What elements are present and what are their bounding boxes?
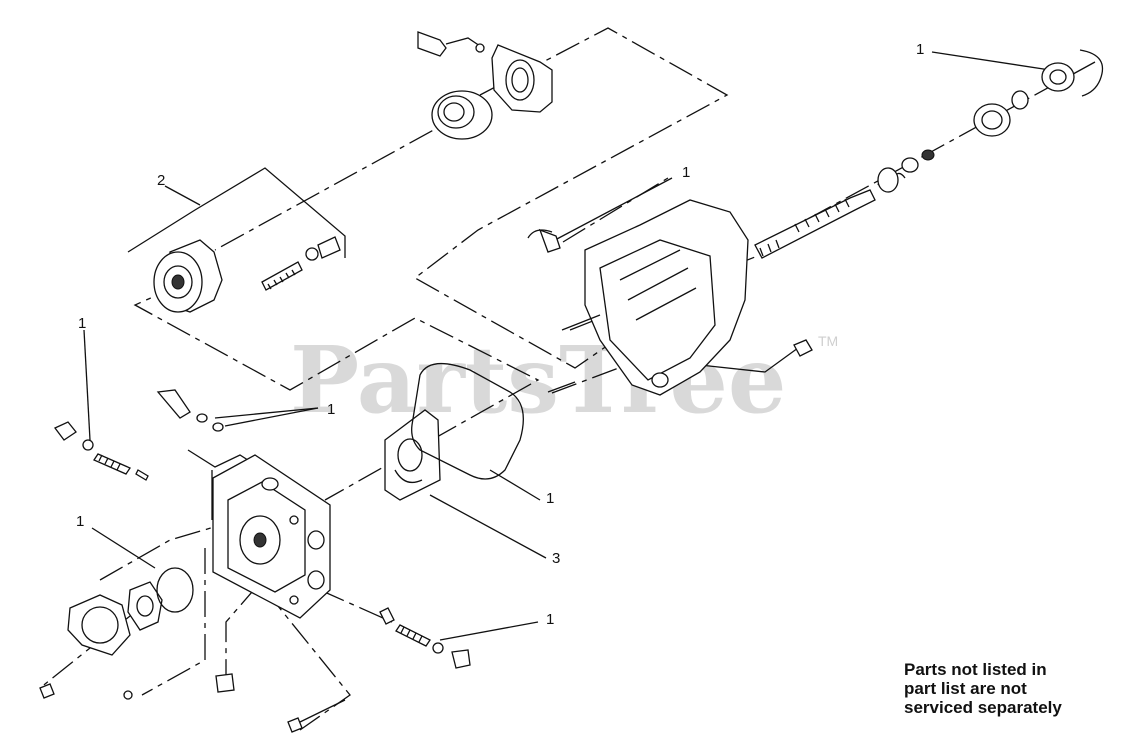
watermark-trademark: TM <box>818 333 838 349</box>
drain-plug <box>793 339 813 357</box>
charge-pump-cover <box>67 594 131 656</box>
relief-valve-left <box>53 421 149 481</box>
input-shaft <box>754 189 876 259</box>
swashplate-housing <box>491 44 553 113</box>
housing-cap <box>527 228 561 253</box>
shaft-spring <box>877 167 906 193</box>
relief-valve-bottom <box>379 607 471 669</box>
service-note: Parts not listed in part list are not se… <box>904 660 1124 717</box>
shaft-seal <box>1041 49 1104 97</box>
callout-seal-kit-top-right: 1 <box>916 41 924 58</box>
cylinder-block <box>153 239 223 313</box>
callout-seal-kit-charge-pump: 1 <box>76 513 84 530</box>
swashplate-control-arm <box>417 31 485 57</box>
dowel-pins <box>547 314 601 393</box>
housing-gasket <box>411 363 524 480</box>
shaft-bearing <box>973 90 1029 137</box>
service-note-line-1: Parts not listed in <box>904 660 1047 679</box>
callout-labels: 1 1 2 1 1 1 1 3 1 <box>76 41 924 628</box>
cap-screws <box>39 673 346 733</box>
callout-seal-kit-bottom-valve: 1 <box>546 611 554 628</box>
fitting-adapter <box>156 389 224 432</box>
service-note-line-3: serviced separately <box>904 698 1062 717</box>
piston-spring <box>261 236 341 291</box>
callout-valve-plate: 3 <box>552 550 560 567</box>
callout-rotating-group: 2 <box>157 172 165 189</box>
service-note-line-2: part list are not <box>904 679 1027 698</box>
callout-seal-kit-gasket: 1 <box>546 490 554 507</box>
shaft-washers <box>901 149 935 173</box>
valve-plate-part <box>384 409 441 501</box>
pump-housing <box>584 199 749 396</box>
end-cap <box>212 454 331 619</box>
callout-seal-kit-housing: 1 <box>682 164 690 181</box>
thrust-bearing <box>431 90 493 140</box>
charge-pump <box>127 567 194 631</box>
callout-seal-kit-left-valve: 1 <box>78 315 86 332</box>
callout-seal-kit-fitting: 1 <box>327 401 335 418</box>
